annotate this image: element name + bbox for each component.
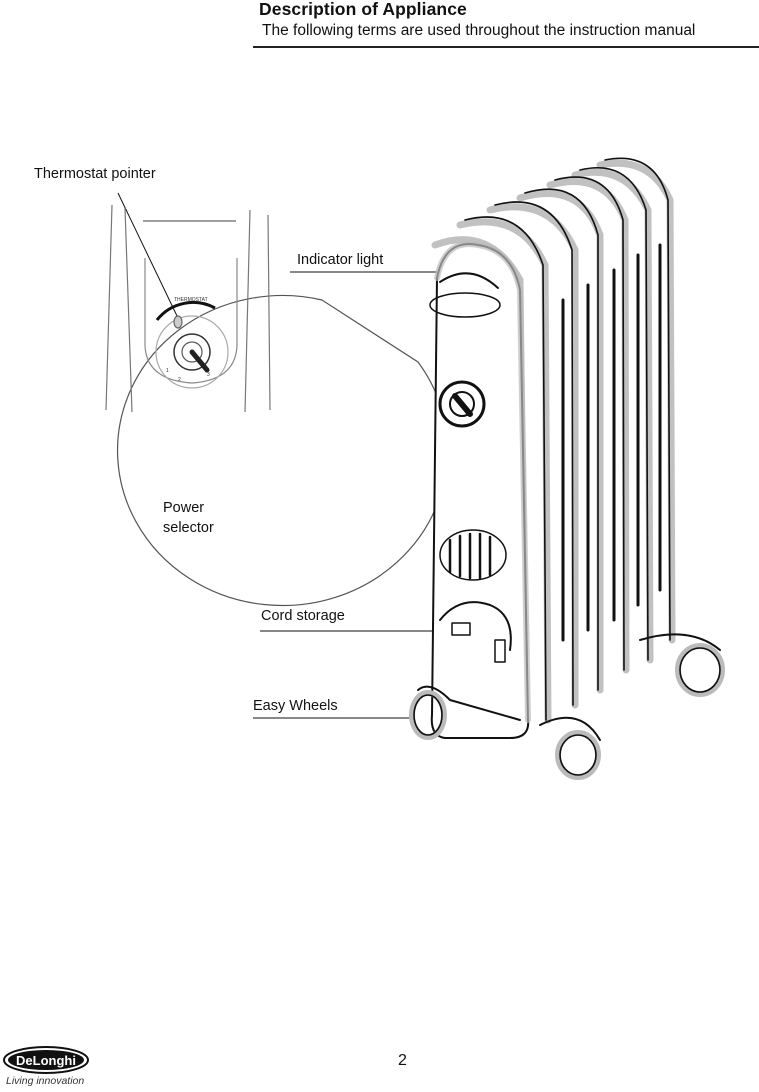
dial-thermostat-text: THERMOSTAT — [174, 297, 208, 303]
dial-mark-2: 2 — [178, 377, 181, 383]
leader-thermostat-pointer — [117, 192, 179, 319]
dial-mark-1: 1 — [166, 368, 169, 374]
label-cord-storage: Cord storage — [261, 608, 345, 624]
dial-mark-3: 3 — [207, 372, 210, 378]
label-indicator-light: Indicator light — [297, 252, 384, 268]
label-easy-wheels: Easy Wheels — [253, 698, 338, 714]
delonghi-logo: DeLonghi — [3, 1046, 89, 1074]
control-panel-callout — [105, 204, 449, 607]
radiator-drawing — [409, 157, 725, 780]
page-header: Description of Appliance The following t… — [253, 0, 759, 48]
brand-name: DeLonghi — [16, 1053, 76, 1068]
page-subtitle: The following terms are used throughout … — [262, 22, 696, 39]
brand-tagline: Living innovation — [6, 1075, 85, 1087]
page-title: Description of Appliance — [259, 0, 467, 19]
label-power-selector-line2: selector — [163, 520, 214, 536]
page-number: 2 — [398, 1052, 407, 1069]
appliance-illustration: THERMOSTAT 1 2 3 — [105, 157, 725, 780]
label-power-selector-line1: Power — [163, 500, 205, 516]
label-thermostat-pointer: Thermostat pointer — [34, 166, 156, 182]
